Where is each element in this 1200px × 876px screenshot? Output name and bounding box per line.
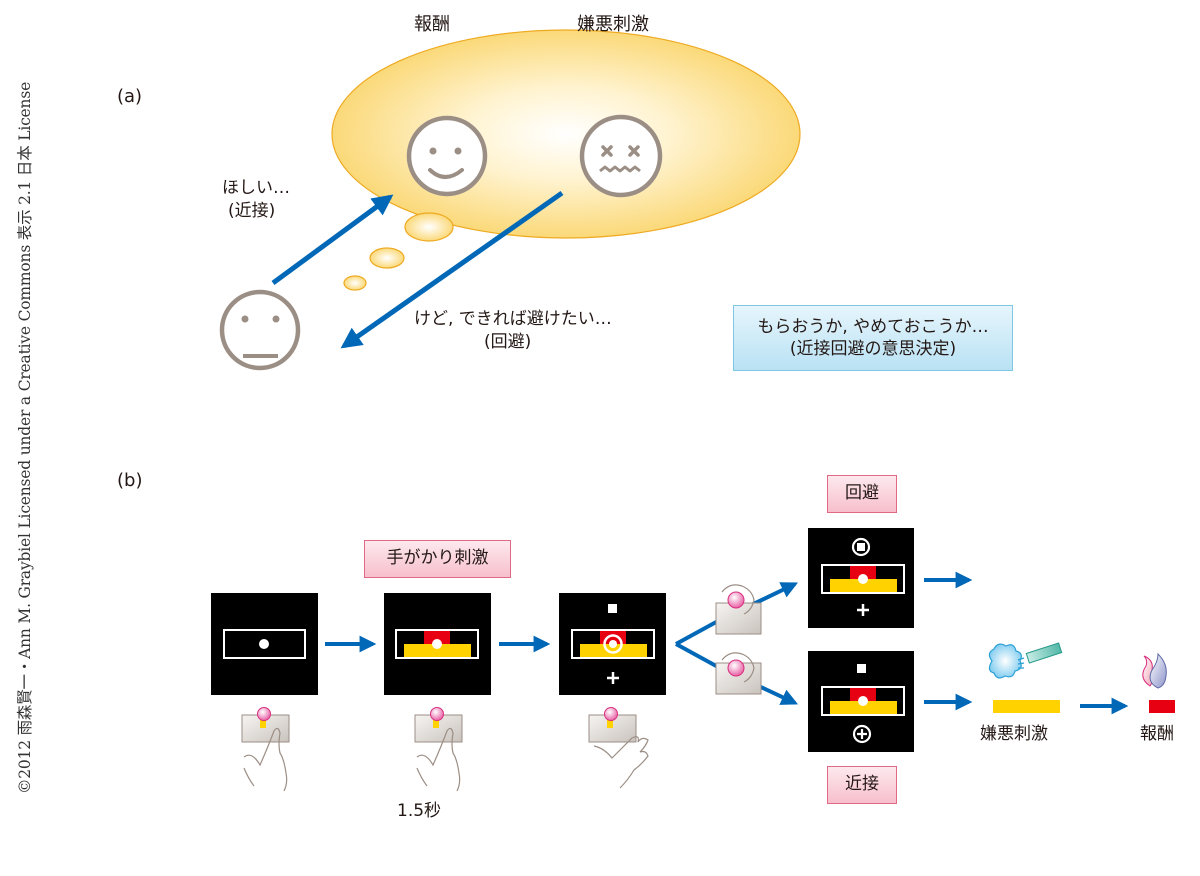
reward-bar [424, 631, 450, 645]
panel-b-label: (b) [117, 470, 143, 491]
joystick-hand-avoid-icon [715, 584, 762, 635]
hand-on-joystick-icon-2 [414, 707, 463, 792]
avoid-label-box: 回避 [827, 475, 897, 513]
hand-on-joystick-icon [241, 707, 290, 792]
aversive-bar [404, 644, 471, 657]
decision-box-line1: もらおうか, やめておこうか… [757, 317, 989, 337]
avoid-text-line2: (回避) [484, 332, 532, 352]
aversive-label: 嫌悪刺激 [577, 14, 649, 35]
outcome-reward-label: 報酬 [1140, 724, 1174, 744]
reward-label: 報酬 [414, 14, 450, 35]
duration-label: 1.5秒 [397, 801, 442, 821]
outcome-aversive-label: 嫌悪刺激 [980, 724, 1048, 744]
hand-release-icon [588, 707, 649, 789]
thought-bubble-small-3 [343, 275, 367, 291]
approach-text-line1: ほしい… [222, 178, 290, 198]
aversive-face-icon [579, 114, 663, 198]
reward-drop-icon [1142, 652, 1167, 689]
avoid-target-square [608, 604, 617, 613]
joystick-hand-approach-icon [715, 652, 762, 695]
fixation-screen [211, 593, 318, 695]
panel-a-label: (a) [117, 86, 143, 107]
approach-result-screen [808, 651, 914, 752]
cue-label-box: 手がかり刺激 [364, 540, 511, 578]
choice-screen [559, 593, 666, 695]
avoid-arrow [340, 190, 564, 349]
subject-face-icon [219, 289, 301, 371]
avoid-label: 回避 [845, 483, 879, 503]
thought-bubble-small-2 [369, 247, 405, 269]
airpuff-icon [988, 642, 1063, 679]
decision-box-line2: (近接回避の意思決定) [789, 339, 957, 359]
approach-arrow [271, 194, 394, 286]
avoid-result-screen [808, 528, 914, 628]
avoid-text-line1: けど, できれば避けたい… [414, 309, 612, 329]
thought-bubble [331, 29, 801, 239]
reward-face-icon [406, 115, 488, 197]
cue-screen [384, 593, 491, 695]
approach-label: 近接 [845, 774, 879, 794]
decision-box: もらおうか, やめておこうか… (近接回避の意思決定) [733, 305, 1013, 371]
thought-bubble-small-1 [404, 212, 454, 242]
approach-label-box: 近接 [827, 766, 897, 804]
reward-outcome-bar [1149, 700, 1175, 713]
cue-label: 手がかり刺激 [386, 548, 489, 568]
approach-text-line2: (近接) [228, 201, 276, 221]
aversive-outcome-bar [993, 700, 1060, 713]
